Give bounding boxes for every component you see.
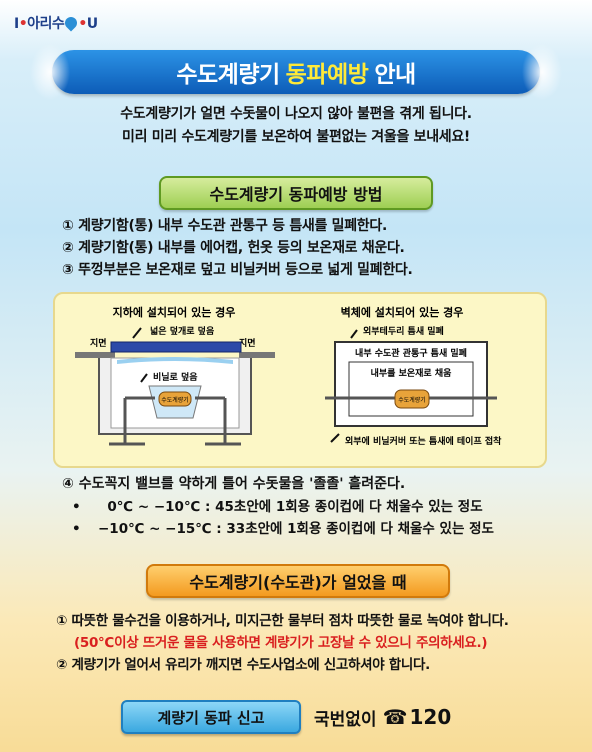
prevention-method-heading: 수도계량기 동파예방 방법 (159, 176, 433, 210)
water-pipe (123, 396, 227, 444)
insulation-label: 내부를 보온재로 채움 (371, 367, 452, 379)
seoul-arisu-logo: I•아리수•U (14, 14, 98, 32)
step-item: ② 계량기함(통) 내부를 에어캡, 헌옷 등의 보온재로 채운다. (62, 240, 405, 256)
list-item: •−10℃ ~ −15℃ : 33초안에 1회용 종이컵에 다 채울수 있는 정… (72, 521, 494, 537)
report-phone: 국번없이 ☎ 120 (314, 705, 452, 730)
underground-title: 지하에 설치되어 있는 경우 (113, 305, 236, 319)
svg-text:수도계량기: 수도계량기 (398, 396, 426, 404)
ground-label: 지면 (239, 337, 256, 349)
water-meter-icon (158, 391, 192, 407)
report-freeze-button[interactable]: 계량기 동파 신고 (121, 700, 301, 734)
pointer-icon (140, 373, 148, 383)
wall-title: 벽체에 설치되어 있는 경우 (341, 305, 464, 319)
outer-gap-label: 외부테두리 틈새 밀폐 (363, 325, 444, 337)
step-item: ③ 뚜껑부분은 보온재로 덮고 비닐커버 등으로 넓게 밀폐한다. (62, 262, 413, 278)
pointer-icon (330, 433, 340, 443)
phone-number: 120 (409, 705, 452, 729)
ground-label: 지면 (90, 337, 107, 349)
list-item: • 0℃ ~ −10℃ : 45초안에 1회용 종이컵에 다 채울수 있는 정도 (72, 499, 483, 515)
wide-cover (110, 341, 242, 353)
cover-label: 넓은 덮개로 덮음 (150, 325, 214, 337)
flow-rate-list: • 0℃ ~ −10℃ : 45초안에 1회용 종이컵에 다 채울수 있는 정도… (72, 496, 494, 540)
svg-text:수도계량기: 수도계량기 (161, 396, 189, 404)
frozen-instructions: ① 따뜻한 물수건을 이용하거나, 미지근한 물부터 점차 따뜻한 물로 녹여야… (56, 613, 509, 673)
frozen-heading: 수도계량기(수도관)가 얼었을 때 (146, 564, 450, 598)
installation-diagram: 지하에 설치되어 있는 경우 지면 지면 넓은 덮개로 덮음 비닐로 덮음 수도… (53, 292, 547, 468)
prevention-steps: ① 계량기함(통) 내부 수도관 관통구 등 틈새를 밀폐한다. ② 계량기함(… (62, 215, 413, 281)
phone-icon: ☎ (382, 705, 408, 729)
pointer-icon (350, 329, 358, 339)
step-item: ④ 수도꼭지 밸브를 약하게 틀어 수돗물을 '졸졸' 흘려준다. (62, 476, 406, 492)
ground-surface (75, 352, 115, 358)
pointer-icon (132, 327, 142, 339)
vinyl-label: 비닐로 덮음 (153, 371, 198, 383)
warning-text: (50℃이상 뜨거운 물을 사용하면 계량기가 고장날 수 있으니 주의하세요.… (74, 635, 488, 651)
water-meter-icon (394, 389, 430, 409)
inner-gap-label: 내부 수도관 관통구 틈새 밀폐 (355, 347, 467, 359)
outer-cover-label: 외부에 비닐커버 또는 틈새에 테이프 접착 (345, 435, 502, 447)
vinyl-sheet (117, 357, 233, 364)
intro-text: 수도계량기가 얼면 수돗물이 나오지 않아 불편을 겪게 됩니다. 미리 미리 … (120, 106, 472, 145)
ground-surface (239, 352, 275, 358)
step-item: ① 계량기함(통) 내부 수도관 관통구 등 틈새를 밀폐한다. (62, 218, 387, 234)
